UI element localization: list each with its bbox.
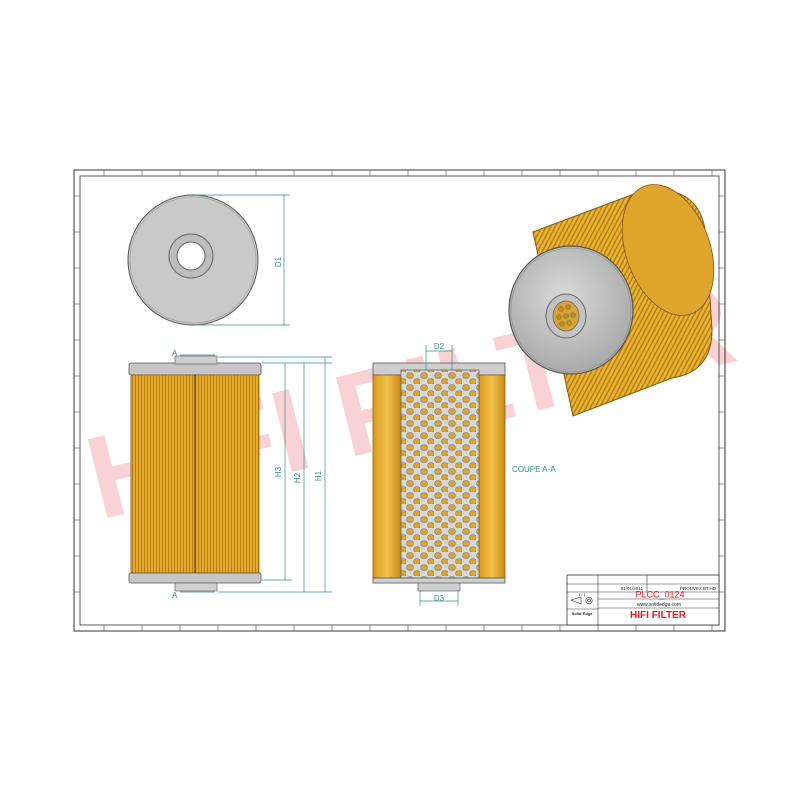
brand-name: HIFI FILTER xyxy=(630,610,687,621)
software-name: Solid Edge xyxy=(572,611,593,616)
title-block xyxy=(566,574,720,626)
section-label: COUPE A-A xyxy=(512,465,556,474)
h3-label: H3 xyxy=(274,466,283,477)
dimension-d1 xyxy=(195,194,290,326)
scale-value: 1 / 1 xyxy=(578,593,585,597)
projection-symbol-icon xyxy=(570,596,593,605)
drawing-frame xyxy=(73,169,726,632)
date-value: 01/01/2011 xyxy=(621,586,644,591)
section-view xyxy=(372,362,506,592)
front-view xyxy=(128,355,262,592)
section-markers xyxy=(180,354,215,593)
dimension-d-lines xyxy=(419,345,459,606)
h1-label: H1 xyxy=(314,470,323,481)
part-number: PLCC_0124 xyxy=(635,590,684,600)
top-view xyxy=(127,194,259,326)
d2-label: D2 xyxy=(434,342,445,351)
h2-label: H2 xyxy=(293,472,302,483)
frame-ticks xyxy=(74,170,725,631)
section-marker-top: A xyxy=(172,349,178,358)
website: www.solidedge.com xyxy=(637,602,681,608)
author-value: PROUVEZ.BT.HD xyxy=(680,586,717,591)
d1-label: D1 xyxy=(274,256,283,267)
section-marker-bottom: A xyxy=(172,591,178,600)
isometric-view xyxy=(508,184,715,417)
dimension-h-lines xyxy=(218,356,332,593)
d3-label: D3 xyxy=(434,594,445,603)
